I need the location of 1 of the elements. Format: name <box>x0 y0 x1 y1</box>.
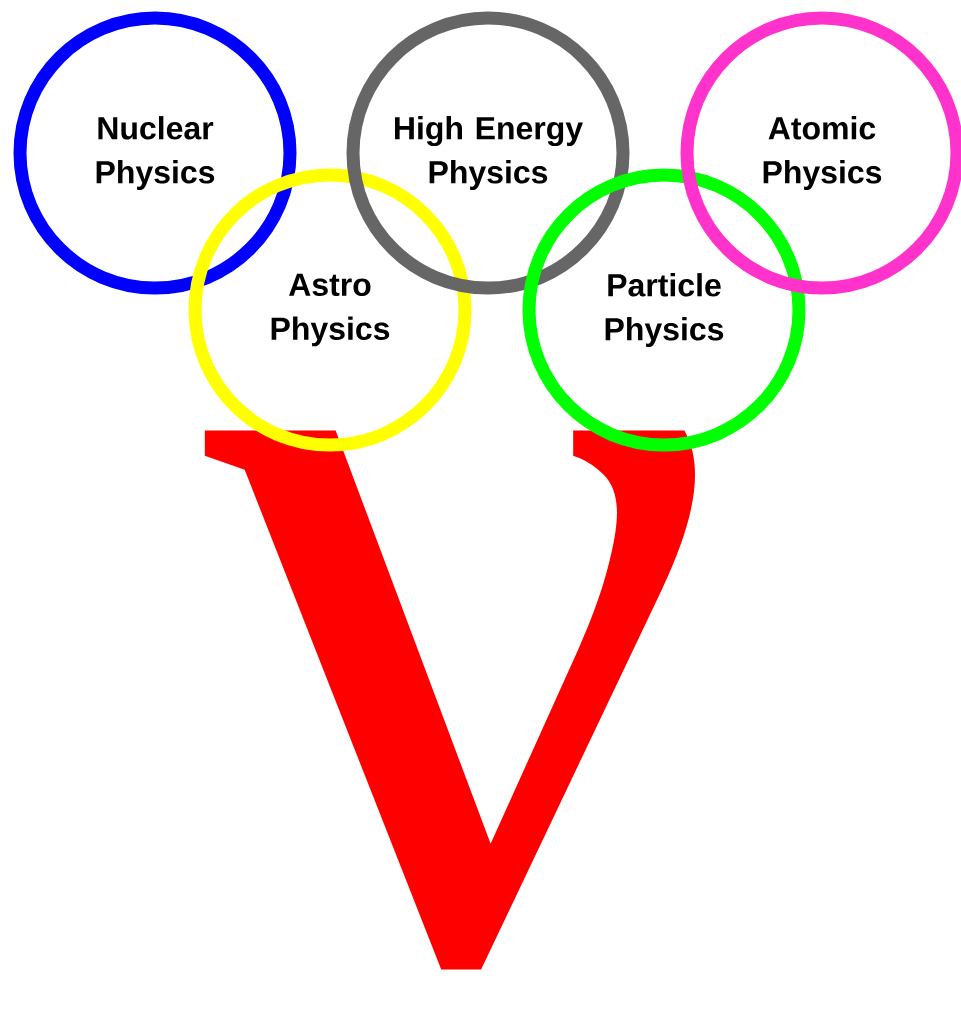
nu-letter: ν <box>204 430 695 970</box>
